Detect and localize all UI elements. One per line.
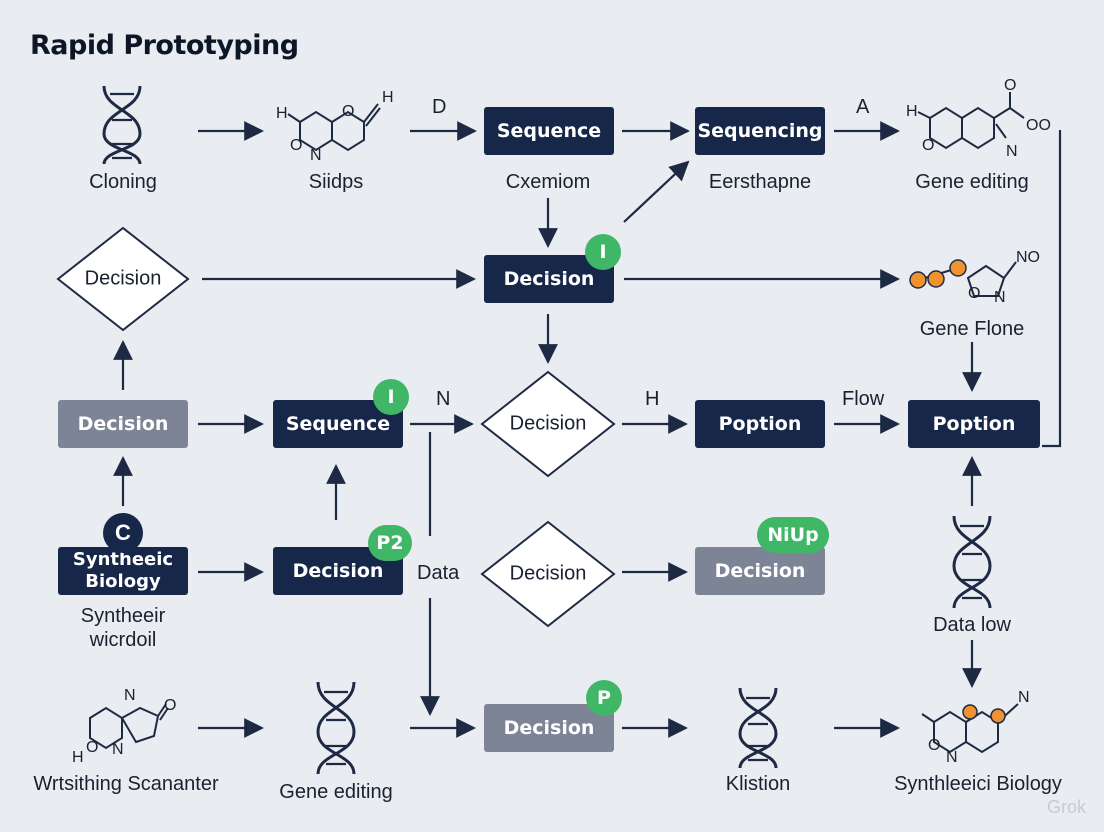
decision-node-center-top[interactable]: Decision <box>484 255 614 303</box>
watermark: Grok <box>1046 797 1086 817</box>
flow-label-a: A <box>856 96 870 118</box>
sequence-node-top[interactable]: Sequence <box>484 107 614 155</box>
atom-label: O <box>290 137 302 154</box>
atom-label: H <box>906 103 918 120</box>
dna-icon <box>102 85 142 165</box>
atom-label: N <box>310 147 322 164</box>
caption-data-low: Data low <box>933 614 1011 636</box>
decision-diamond-row4-label[interactable]: Decision <box>509 562 587 585</box>
synthetic-biology-node[interactable]: Syntheeic Biology <box>58 547 188 595</box>
caption-gene-editing-top: Gene editing <box>915 171 1029 193</box>
atom-label: N <box>946 749 958 766</box>
dna-icon <box>316 681 356 775</box>
decision-node-gray-row4[interactable]: Decision <box>695 547 825 595</box>
decision-diamond-left <box>56 226 190 332</box>
badge-p-bottom: P <box>586 680 622 716</box>
decision-diamond-left-label[interactable]: Decision <box>84 267 162 290</box>
molecule-icon: N O H O N <box>72 687 176 766</box>
caption-wrtsithing: Wrtsithing Scananter <box>33 773 219 795</box>
badge-niup: NiUp <box>757 517 829 553</box>
decision-diamond-mid-label[interactable]: Decision <box>509 412 587 435</box>
caption-eersthapne: Eersthapne <box>708 171 812 193</box>
atom-label: H <box>382 89 394 106</box>
poption-node-mid[interactable]: Poption <box>695 400 825 448</box>
flow-label-flow: Flow <box>842 388 885 410</box>
caption-gene-editing-bottom: Gene editing <box>279 781 393 803</box>
atom-label: N <box>1006 143 1018 160</box>
decision-diamond-row4 <box>480 520 616 628</box>
atom-label: NO <box>1016 249 1040 266</box>
decision-diamond-mid <box>480 370 616 478</box>
caption-cloning: Cloning <box>89 171 157 193</box>
molecule-icon: H H O O N <box>276 89 394 164</box>
atom-label: O <box>86 739 98 756</box>
atom-label: O <box>164 697 176 714</box>
caption-synth-biology-bottom: Synthleeici Biology <box>894 773 1062 795</box>
atom-label: H <box>276 105 288 122</box>
page-title: Rapid Prototyping <box>30 30 299 61</box>
flow-label-n: N <box>436 388 451 410</box>
atom-label: O <box>922 137 934 154</box>
atom-label: N <box>1018 689 1030 706</box>
dna-icon <box>738 687 778 769</box>
sequencing-node[interactable]: Sequencing <box>695 107 825 155</box>
atom-label: O <box>1004 77 1016 94</box>
flow-label-d: D <box>432 96 447 118</box>
atom-label: O <box>968 285 980 302</box>
caption-gene-flone: Gene Flone <box>919 318 1025 340</box>
poption-node-right[interactable]: Poption <box>908 400 1040 448</box>
diamond-shapes <box>56 226 616 628</box>
badge-p2: P2 <box>368 525 412 561</box>
atom-label: O <box>342 103 354 120</box>
molecule-icon: NO O N <box>909 249 1040 306</box>
caption-klistion: Klistion <box>725 773 791 795</box>
molecule-icon: H O OO O N <box>906 77 1051 160</box>
caption-synthetic-line1: Syntheeir <box>80 605 166 627</box>
caption-cxemiom: Cxemiom <box>505 171 591 193</box>
caption-synthetic-line2: wicrdoil <box>89 629 157 651</box>
flow-label-data: Data <box>417 562 460 584</box>
atom-label: O <box>928 737 940 754</box>
dna-icon <box>952 515 992 609</box>
atom-label: N <box>124 687 136 704</box>
badge-i-mid: I <box>373 379 409 415</box>
atom-label: N <box>112 741 124 758</box>
atom-label: N <box>994 289 1006 306</box>
caption-siidps: Siidps <box>308 171 364 193</box>
atom-label: OO <box>1026 117 1051 134</box>
molecule-icon: N O N <box>921 689 1030 766</box>
sequence-node-mid[interactable]: Sequence <box>273 400 403 448</box>
atom-label: H <box>72 749 84 766</box>
decision-node-gray-left[interactable]: Decision <box>58 400 188 448</box>
connectors <box>113 121 1062 738</box>
badge-i-top: I <box>585 234 621 270</box>
badge-c: C <box>103 513 143 553</box>
flow-label-h: H <box>645 388 660 410</box>
